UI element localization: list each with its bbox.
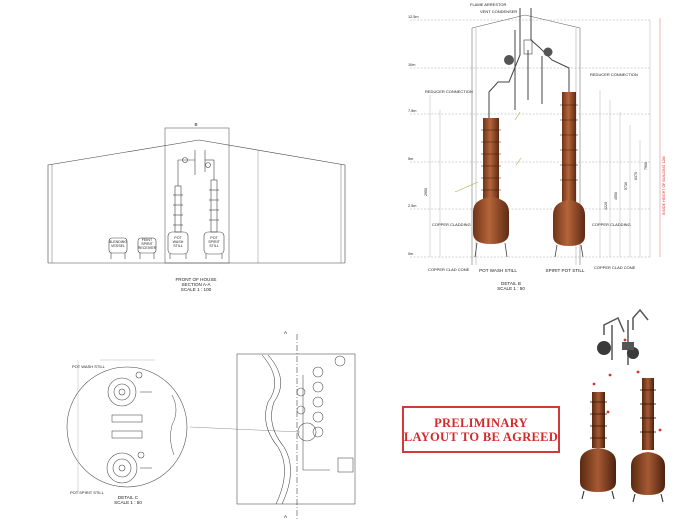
section-marker-b: B	[194, 122, 198, 127]
vessel-label-feint: FEINT SPIRIT RECEIVER	[137, 238, 157, 250]
height-dim: 6370	[634, 172, 638, 180]
height-dim: 7900	[644, 162, 648, 170]
callout-reducer-right: REDUCER CONNECTION	[590, 72, 638, 77]
callout-vent-condenser: VENT CONDENSER	[480, 9, 518, 14]
height-dim: 2950	[424, 188, 428, 196]
height-dim: 4550	[614, 192, 618, 200]
detail-c-title: DETAIL C	[117, 495, 139, 500]
height-dim: 4220	[604, 202, 608, 210]
detail-c-label-wash: POT WASH STILL	[72, 364, 105, 369]
section-marker-a-top: A	[284, 330, 288, 335]
detail-b-scale: SCALE 1 : 50	[497, 286, 525, 291]
section-marker-a-bottom: A	[284, 514, 288, 519]
still-label-spirit: SPIRIT POT STILL	[545, 268, 585, 273]
vessel-label-wash: POT WASH STILL	[172, 236, 184, 248]
vessel-label-spirit: POT SPIRIT STILL	[208, 236, 220, 248]
level-label: 7.5m	[408, 109, 417, 113]
building-height-note: INSIDE HEIGHT OF BUILDING 12M	[662, 156, 666, 215]
detail-c-drawing	[66, 359, 301, 494]
callout-reducer-left: REDUCER CONNECTION	[425, 89, 473, 94]
level-label: 2.5m	[408, 204, 417, 208]
level-label: 5m	[408, 157, 414, 161]
preliminary-stamp: PRELIMINARY LAYOUT TO BE AGREED	[402, 406, 560, 453]
still-3d-render	[580, 308, 665, 503]
section-aa-drawing	[47, 127, 346, 264]
still-label-wash: POT WASH STILL	[479, 268, 517, 273]
vessel-label-blending: BLENDING VESSEL	[108, 240, 128, 248]
section-aa-subtitle: SECTION A-A	[181, 282, 211, 287]
callout-cladding-right: COPPER CLADDING	[592, 222, 631, 227]
plan-view-drawing	[236, 334, 356, 520]
detail-b-title: DETAIL B	[501, 281, 521, 286]
callout-cone-left: COPPER CLAD CONE	[428, 267, 470, 272]
stamp-line-2: LAYOUT TO BE AGREED	[403, 429, 559, 444]
height-dim: 5730	[624, 182, 628, 190]
section-aa-scale: SCALE 1 : 100	[180, 287, 212, 292]
detail-b-drawing	[410, 8, 661, 265]
callout-cone-right: COPPER CLAD CONE	[594, 265, 636, 270]
callout-cladding-left: COPPER CLADDING	[432, 222, 471, 227]
callout-flame-arrestor: FLAME ARRESTOR	[470, 2, 507, 7]
level-label: 12.5m	[408, 15, 419, 19]
section-aa-title: FRONT OF HOUSE	[175, 277, 217, 282]
detail-c-label-spirit: POT SPIRIT STILL	[70, 490, 104, 495]
detail-c-scale: SCALE 1 : 50	[114, 500, 142, 505]
stamp-line-1: PRELIMINARY	[434, 415, 528, 430]
level-label: 0m	[408, 252, 414, 256]
level-label: 10m	[408, 63, 416, 67]
